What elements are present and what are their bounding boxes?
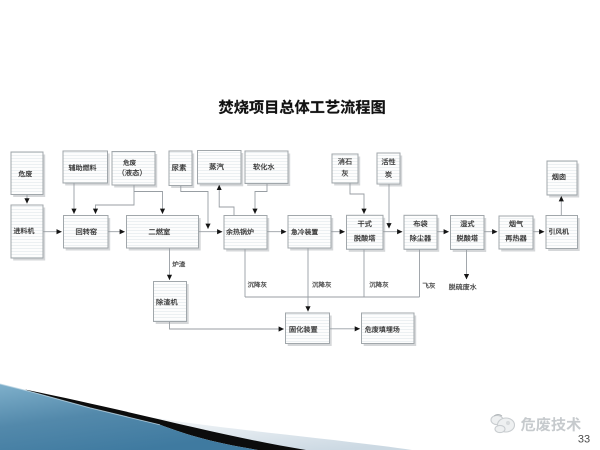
svg-text:33: 33 [578,434,590,446]
